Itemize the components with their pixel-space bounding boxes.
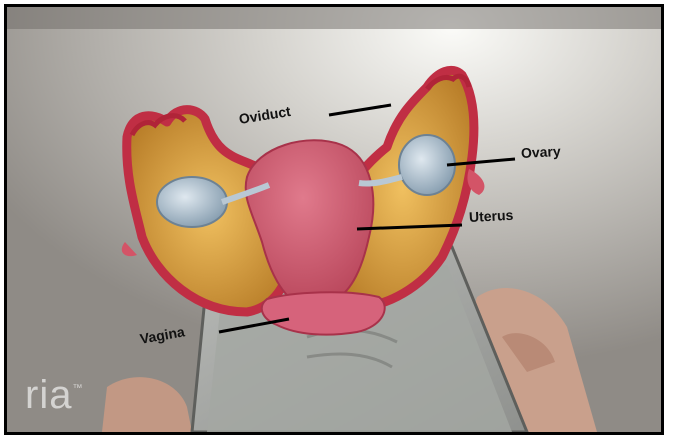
ovary-label: Ovary <box>521 143 561 161</box>
ar-scene <box>7 7 661 432</box>
image-frame: Oviduct Ovary Uterus Vagina ria™ <box>4 4 664 435</box>
left-ovary <box>157 177 227 227</box>
right-ovary <box>399 135 455 195</box>
watermark-text: ria <box>25 373 72 417</box>
watermark: ria™ <box>25 373 83 418</box>
uterus-label: Uterus <box>469 207 514 225</box>
ceiling-edge <box>7 7 661 29</box>
trademark-mark: ™ <box>72 383 83 394</box>
